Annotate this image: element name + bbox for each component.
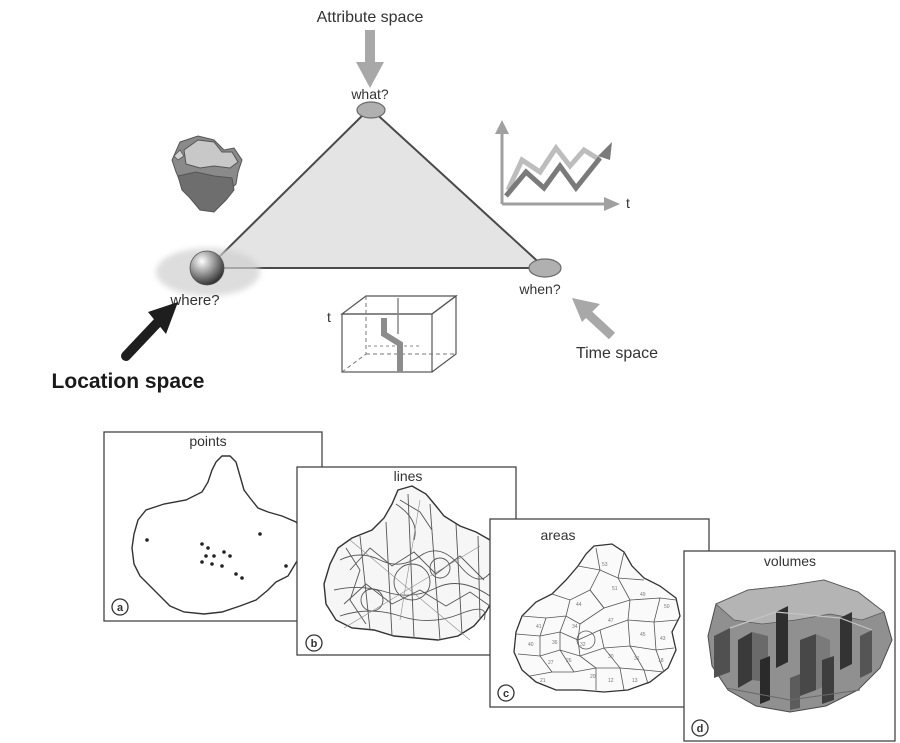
svg-text:45: 45 bbox=[640, 632, 646, 638]
svg-text:18: 18 bbox=[658, 658, 664, 664]
svg-text:50: 50 bbox=[664, 604, 670, 610]
time-arrow-icon bbox=[572, 298, 616, 340]
time-series-icon: t bbox=[495, 120, 630, 211]
svg-text:34: 34 bbox=[572, 624, 578, 630]
svg-text:49: 49 bbox=[640, 592, 646, 598]
svg-text:26: 26 bbox=[566, 658, 572, 664]
svg-text:53: 53 bbox=[602, 562, 608, 568]
where-label: where? bbox=[169, 292, 219, 309]
district-numbers: 53 51 49 44 41 36 34 47 45 43 40 27 26 30 31 18 21 1… bbox=[528, 562, 670, 684]
panel-lines-title: lines bbox=[394, 468, 423, 484]
svg-text:47: 47 bbox=[608, 618, 614, 624]
what-label: what? bbox=[350, 86, 389, 102]
svg-text:51: 51 bbox=[612, 586, 618, 592]
svg-text:40: 40 bbox=[528, 642, 534, 648]
when-label: when? bbox=[518, 281, 560, 297]
volume-surface bbox=[707, 579, 893, 713]
when-node bbox=[528, 258, 562, 278]
svg-text:20: 20 bbox=[590, 674, 596, 680]
panel-points: points a bbox=[103, 431, 323, 622]
points-outline bbox=[131, 455, 303, 615]
svg-text:43: 43 bbox=[660, 636, 666, 642]
time-space-label: Time space bbox=[576, 345, 658, 362]
badge-d-label: d bbox=[697, 723, 704, 735]
svg-text:21: 21 bbox=[540, 678, 546, 684]
space-time-cube-icon: t bbox=[327, 294, 458, 373]
what-node bbox=[356, 101, 386, 119]
badge-a bbox=[111, 598, 129, 616]
svg-text:27: 27 bbox=[548, 660, 554, 666]
panel-volumes: volumes d bbox=[683, 550, 896, 742]
location-arrow-icon bbox=[121, 302, 178, 361]
svg-text:32: 32 bbox=[580, 642, 586, 648]
areas-outline bbox=[513, 543, 681, 693]
panel-lines: lines b bbox=[296, 466, 517, 656]
where-sphere bbox=[189, 250, 225, 286]
svg-text:31: 31 bbox=[634, 656, 640, 662]
badge-a-label: a bbox=[117, 602, 124, 614]
svg-text:30: 30 bbox=[608, 654, 614, 660]
triangle-diagram: Attribute space what? where? when? Locat… bbox=[52, 9, 659, 393]
badge-b bbox=[305, 634, 323, 652]
attribute-arrow-icon bbox=[356, 30, 384, 88]
location-space-label: Location space bbox=[52, 370, 205, 393]
attribute-space-label: Attribute space bbox=[317, 9, 424, 26]
svg-text:36: 36 bbox=[552, 640, 558, 646]
street-network bbox=[333, 493, 493, 641]
svg-text:44: 44 bbox=[576, 602, 582, 608]
svg-text:13: 13 bbox=[632, 678, 638, 684]
svg-text:41: 41 bbox=[536, 624, 542, 630]
badge-c-label: c bbox=[503, 688, 509, 700]
badge-d bbox=[691, 719, 709, 737]
district-boundaries bbox=[515, 547, 679, 691]
panel-areas: areas 53 51 49 44 41 36 34 47 45 43 40 27 bbox=[489, 518, 710, 708]
point-markers bbox=[145, 532, 288, 580]
svg-text:12: 12 bbox=[608, 678, 614, 684]
panel-points-title: points bbox=[189, 433, 226, 449]
panel-areas-title: areas bbox=[540, 527, 575, 543]
time-axis-t-label: t bbox=[626, 195, 630, 211]
triangle bbox=[205, 106, 548, 269]
panel-volumes-title: volumes bbox=[764, 553, 816, 569]
cube-axis-t-label: t bbox=[327, 309, 331, 325]
badge-c bbox=[497, 684, 515, 702]
badge-b-label: b bbox=[311, 638, 318, 650]
region-map-icon bbox=[171, 135, 243, 213]
